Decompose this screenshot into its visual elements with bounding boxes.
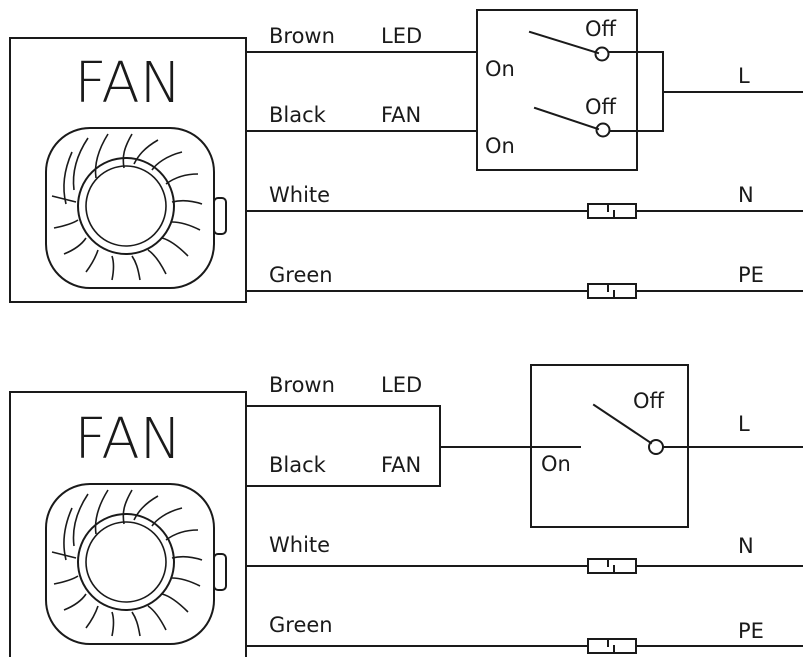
switch-1-off-label: Off (585, 17, 617, 41)
switch-1-on-label: On (485, 57, 515, 81)
terminal-l: L (738, 64, 750, 88)
fan-icon (45, 127, 227, 289)
terminal-l: L (738, 412, 750, 436)
connector-n (587, 203, 637, 219)
fan-unit: FAN (9, 391, 247, 657)
wire-function-fan: FAN (381, 453, 421, 477)
wire-color-white: White (269, 533, 330, 557)
connector-pe (587, 283, 637, 299)
fan-icon (45, 483, 227, 645)
switch-box (476, 9, 638, 171)
diagram-1: FAN (9, 9, 803, 303)
wire-color-brown: Brown (269, 373, 335, 397)
terminal-n: N (738, 183, 754, 207)
wire-color-brown: Brown (269, 24, 335, 48)
diagram-2: FAN (9, 364, 803, 657)
fan-box (9, 37, 247, 303)
wire-function-led: LED (381, 24, 422, 48)
fan-title: FAN (74, 51, 181, 116)
wire-color-black: Black (269, 103, 327, 127)
fan-box (9, 391, 247, 657)
terminal-n: N (738, 534, 754, 558)
switch-on-label: On (541, 452, 571, 476)
double-switch: Off On Off On (476, 9, 664, 171)
fan-title: FAN (74, 407, 181, 472)
wire-color-white: White (269, 183, 330, 207)
wire-function-fan: FAN (381, 103, 421, 127)
terminal-pe: PE (738, 619, 764, 643)
terminal-pe: PE (738, 263, 764, 287)
switch-off-label: Off (633, 389, 665, 413)
switch-2-off-label: Off (585, 95, 617, 119)
connector-n (587, 558, 637, 574)
wire-color-green: Green (269, 263, 333, 287)
wire-color-black: Black (269, 453, 327, 477)
fan-unit: FAN (9, 37, 247, 303)
connector-pe (587, 638, 637, 654)
wire-color-green: Green (269, 613, 333, 637)
single-switch: Off On (530, 364, 803, 528)
wire-function-led: LED (381, 373, 422, 397)
switch-2-on-label: On (485, 134, 515, 158)
